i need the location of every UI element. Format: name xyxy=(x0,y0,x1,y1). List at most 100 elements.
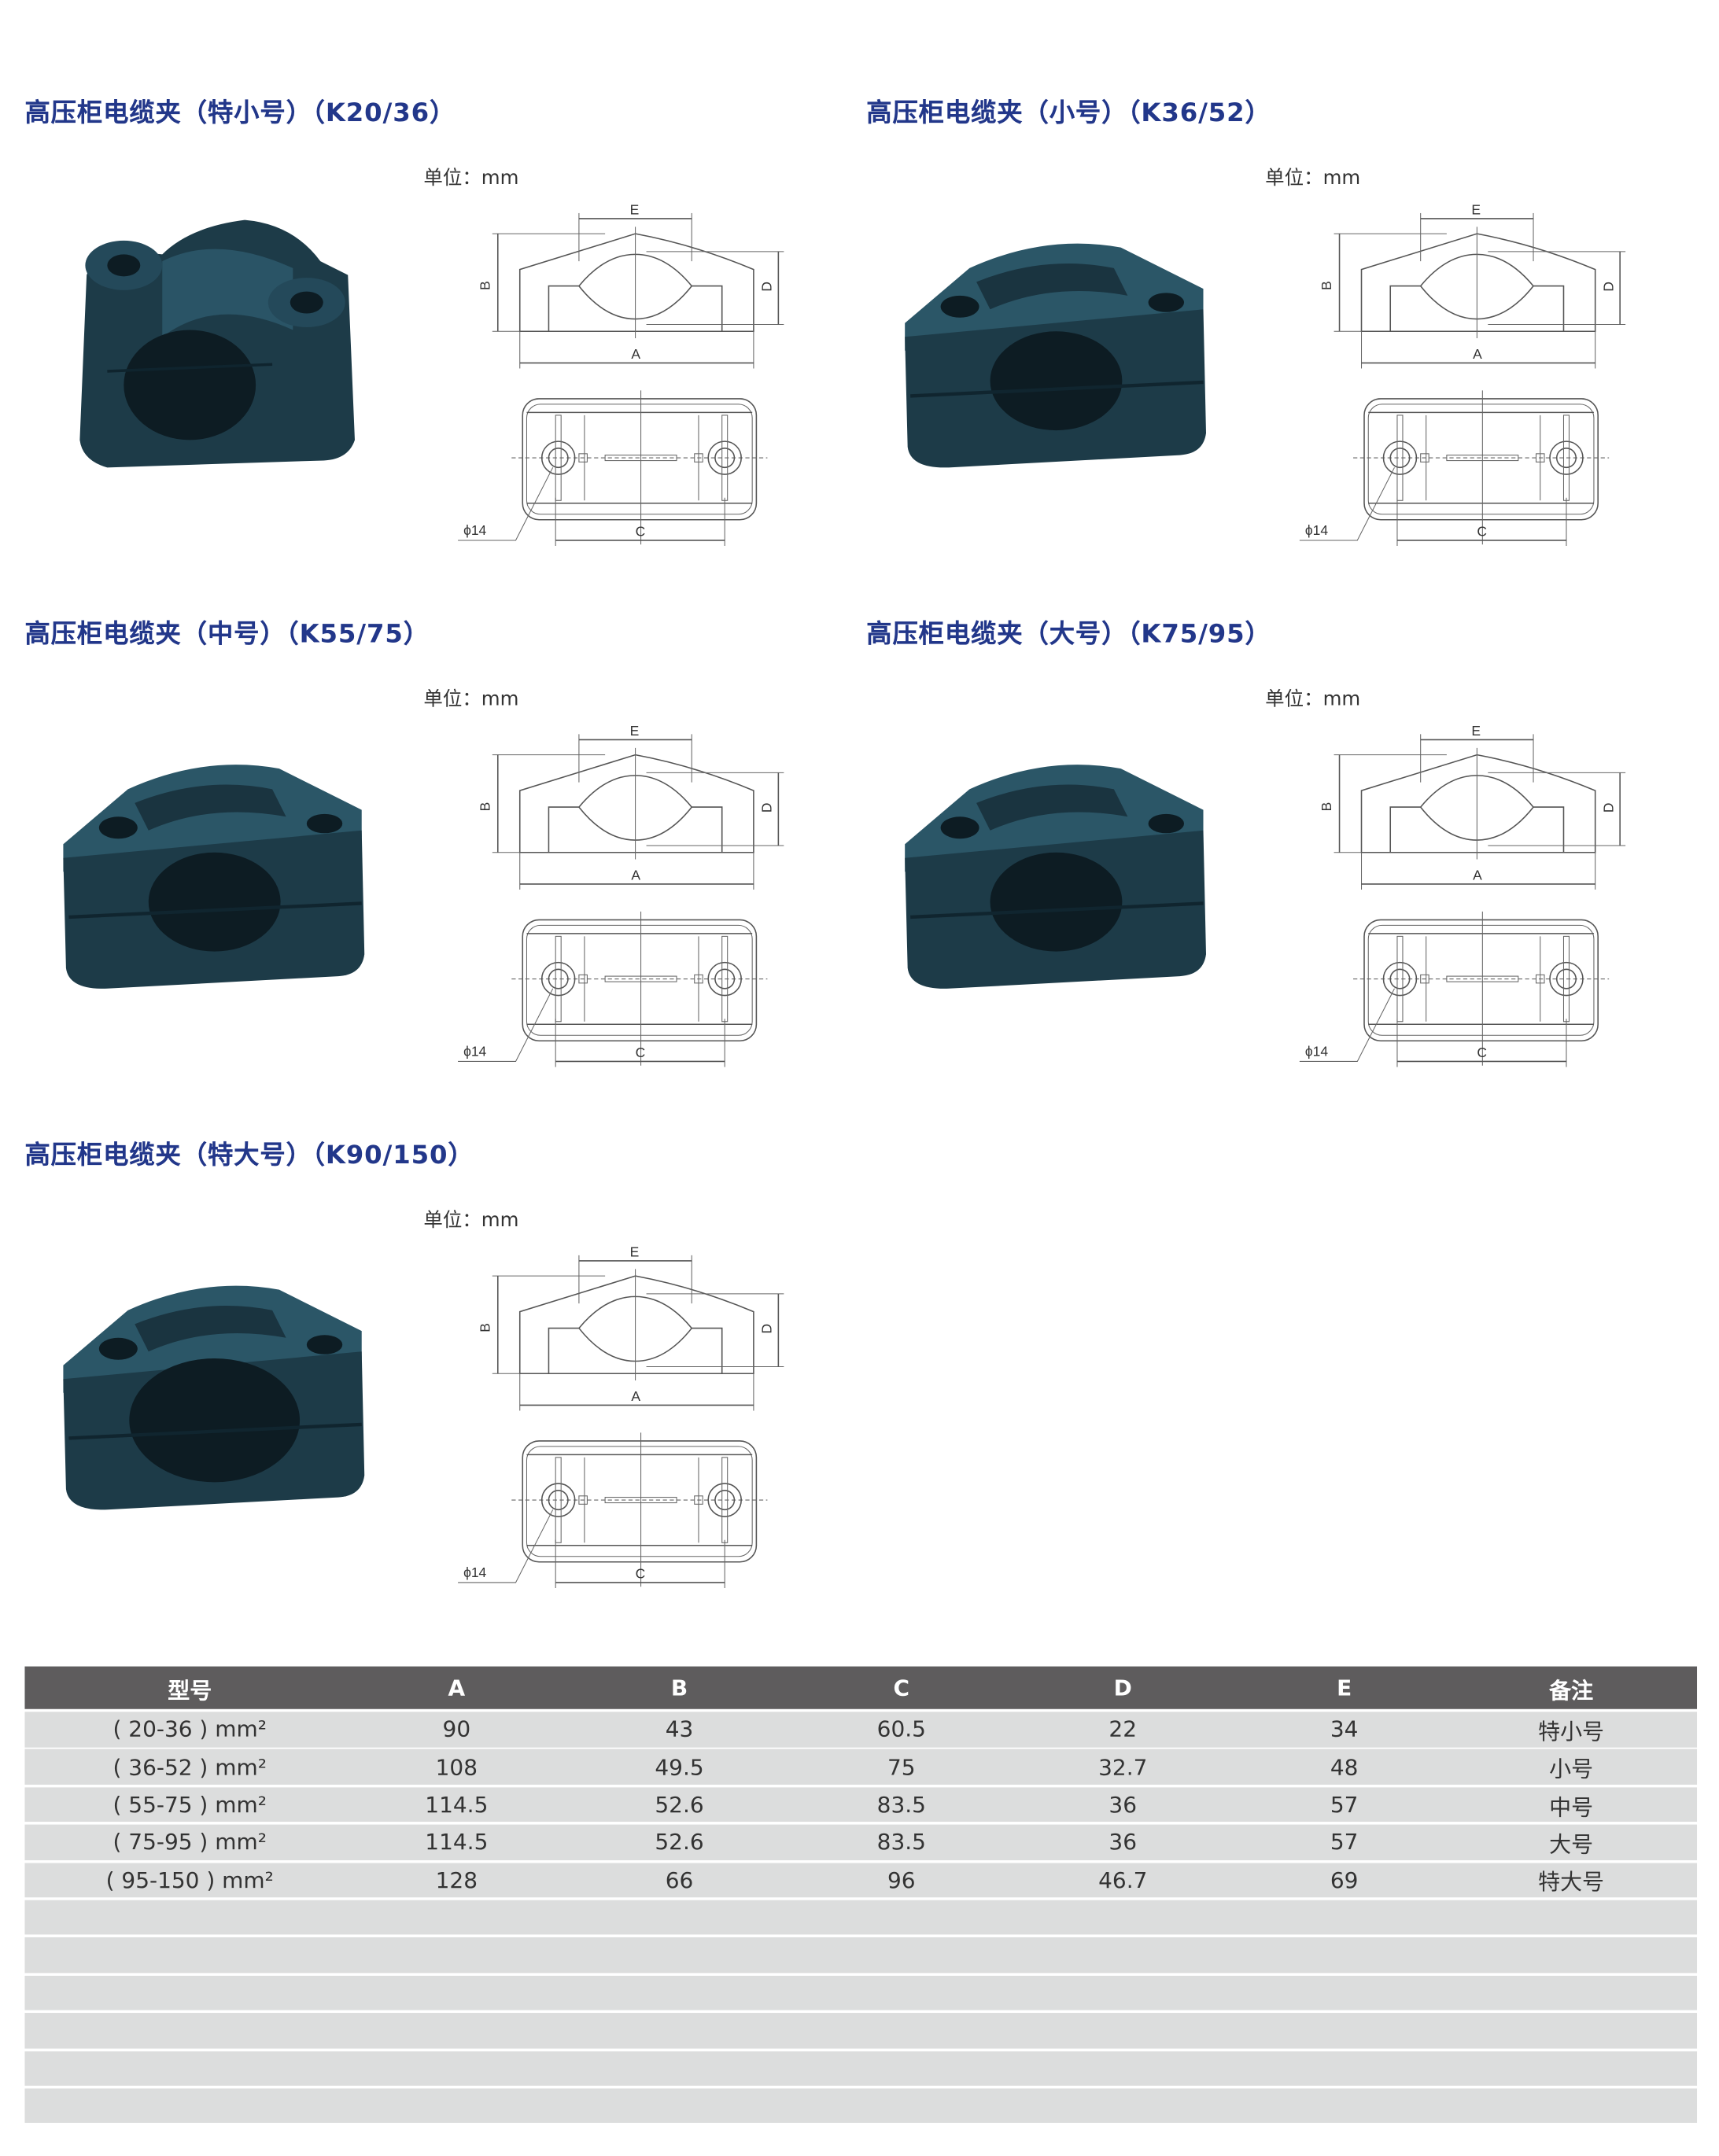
product-photo xyxy=(79,219,355,468)
empty-table-row xyxy=(24,2088,1698,2124)
top-view: C ϕ14 xyxy=(458,1432,768,1588)
table-cell: 128 xyxy=(435,1867,478,1893)
label-e: E xyxy=(630,1244,640,1260)
label-diameter: ϕ14 xyxy=(463,1043,486,1059)
top-view: C ϕ14 xyxy=(1299,911,1610,1067)
table-cell: 36 xyxy=(1108,1829,1138,1856)
table-cell: 52.6 xyxy=(655,1791,704,1818)
product-block: 高压柜电缆夹（特大号）（K90/150） 单位：mm xyxy=(0,1042,825,1588)
label-diameter: ϕ14 xyxy=(463,522,486,538)
label-b: B xyxy=(477,281,492,290)
table-cell: 108 xyxy=(435,1753,478,1781)
column-header: 备注 xyxy=(1549,1676,1594,1703)
column-header: B xyxy=(670,1675,688,1701)
label-c: C xyxy=(1477,1045,1487,1060)
label-b: B xyxy=(1319,281,1334,290)
side-view: E A B D xyxy=(477,202,784,369)
label-d: D xyxy=(759,282,775,292)
table-cell: 中号 xyxy=(1549,1793,1594,1820)
label-a: A xyxy=(631,868,640,883)
unit-label: 单位：mm xyxy=(423,1210,519,1233)
table-cell: ( 20-36 ) mm² xyxy=(113,1716,267,1743)
label-c: C xyxy=(636,1566,646,1582)
top-view: C ϕ14 xyxy=(458,390,768,546)
label-a: A xyxy=(1473,346,1482,362)
column-header: A xyxy=(448,1675,466,1701)
product-photo xyxy=(63,765,365,989)
top-view: C ϕ14 xyxy=(1299,390,1610,546)
table-cell: 114.5 xyxy=(425,1791,489,1818)
column-header: E xyxy=(1337,1675,1352,1701)
table-cell: ( 55-75 ) mm² xyxy=(113,1791,267,1818)
product-title: 高压柜电缆夹（中号）（K55/75） xyxy=(24,620,430,650)
label-e: E xyxy=(630,723,640,739)
product-photo xyxy=(905,765,1206,989)
dimension-drawing: E A B D C ϕ14 xyxy=(458,202,784,546)
table-cell: 32.7 xyxy=(1098,1753,1148,1781)
table-cell: 34 xyxy=(1330,1716,1359,1743)
label-a: A xyxy=(631,1388,640,1404)
label-b: B xyxy=(477,1323,492,1332)
label-b: B xyxy=(1319,802,1334,812)
table-cell: 83.5 xyxy=(876,1829,926,1856)
table-cell: 90 xyxy=(442,1716,471,1743)
unit-label: 单位：mm xyxy=(1265,688,1361,711)
label-a: A xyxy=(631,346,640,362)
side-view: E A B D xyxy=(1319,723,1626,890)
table-cell: 49.5 xyxy=(655,1753,704,1781)
column-header: C xyxy=(893,1675,910,1701)
table-cell: ( 95-150 ) mm² xyxy=(105,1867,274,1893)
unit-label: 单位：mm xyxy=(423,688,519,711)
side-view: E A B D xyxy=(1319,202,1626,369)
table-row: ( 36-52 ) mm² 108 49.5 75 32.7 48 小号 xyxy=(24,1749,1698,1785)
label-d: D xyxy=(1600,282,1616,292)
table-cell: 小号 xyxy=(1549,1756,1594,1782)
table-cell: 114.5 xyxy=(425,1829,489,1856)
empty-table-row xyxy=(24,1937,1698,1974)
unit-label: 单位：mm xyxy=(1265,168,1361,190)
label-c: C xyxy=(636,524,646,540)
label-d: D xyxy=(1600,802,1616,813)
empty-table-row xyxy=(24,1975,1698,2010)
table-cell: 特大号 xyxy=(1538,1869,1605,1896)
dimension-drawing: E A B D C ϕ14 xyxy=(1299,202,1626,546)
table-cell: 96 xyxy=(887,1867,916,1893)
column-header: D xyxy=(1113,1675,1132,1701)
table-cell: 43 xyxy=(665,1716,694,1743)
product-title: 高压柜电缆夹（特大号）（K90/150） xyxy=(24,1141,474,1170)
label-e: E xyxy=(1471,723,1481,739)
dimension-drawing: E A B D C ϕ14 xyxy=(458,1244,784,1588)
label-diameter: ϕ14 xyxy=(1305,522,1328,538)
side-view: E A B D xyxy=(477,1244,784,1411)
label-diameter: ϕ14 xyxy=(463,1564,486,1580)
label-c: C xyxy=(1477,524,1487,540)
table-cell: 48 xyxy=(1330,1753,1359,1781)
label-e: E xyxy=(1471,202,1481,218)
label-b: B xyxy=(477,802,492,812)
table-cell: 36 xyxy=(1108,1791,1138,1818)
table-header: 型号 A B C D E 备注 xyxy=(24,1666,1698,1709)
table-cell: 75 xyxy=(887,1753,916,1781)
dimension-drawing: E A B D C ϕ14 xyxy=(458,723,784,1067)
table-cell: 57 xyxy=(1330,1791,1359,1818)
product-block: 高压柜电缆夹（中号）（K55/75） 单位：mm xyxy=(0,521,825,1067)
side-view: E A B D xyxy=(477,723,784,890)
label-e: E xyxy=(630,202,640,218)
table-cell: 22 xyxy=(1108,1716,1138,1743)
table-cell: 46.7 xyxy=(1098,1867,1148,1893)
table-cell: 69 xyxy=(1330,1867,1359,1893)
table-cell: ( 36-52 ) mm² xyxy=(113,1753,267,1781)
product-title: 高压柜电缆夹（小号）（K36/52） xyxy=(866,98,1271,128)
column-header: 型号 xyxy=(168,1676,212,1703)
table-cell: 特小号 xyxy=(1538,1718,1605,1745)
table-cell: 52.6 xyxy=(655,1829,704,1856)
table-cell: 83.5 xyxy=(876,1791,926,1818)
product-title: 高压柜电缆夹（特小号）（K20/36） xyxy=(24,98,456,128)
product-block: 高压柜电缆夹（小号）（K36/52） 单位：mm xyxy=(842,0,1667,546)
label-diameter: ϕ14 xyxy=(1305,1043,1328,1059)
product-block: 高压柜电缆夹（特小号）（K20/36） 单位：mm xyxy=(0,0,825,546)
